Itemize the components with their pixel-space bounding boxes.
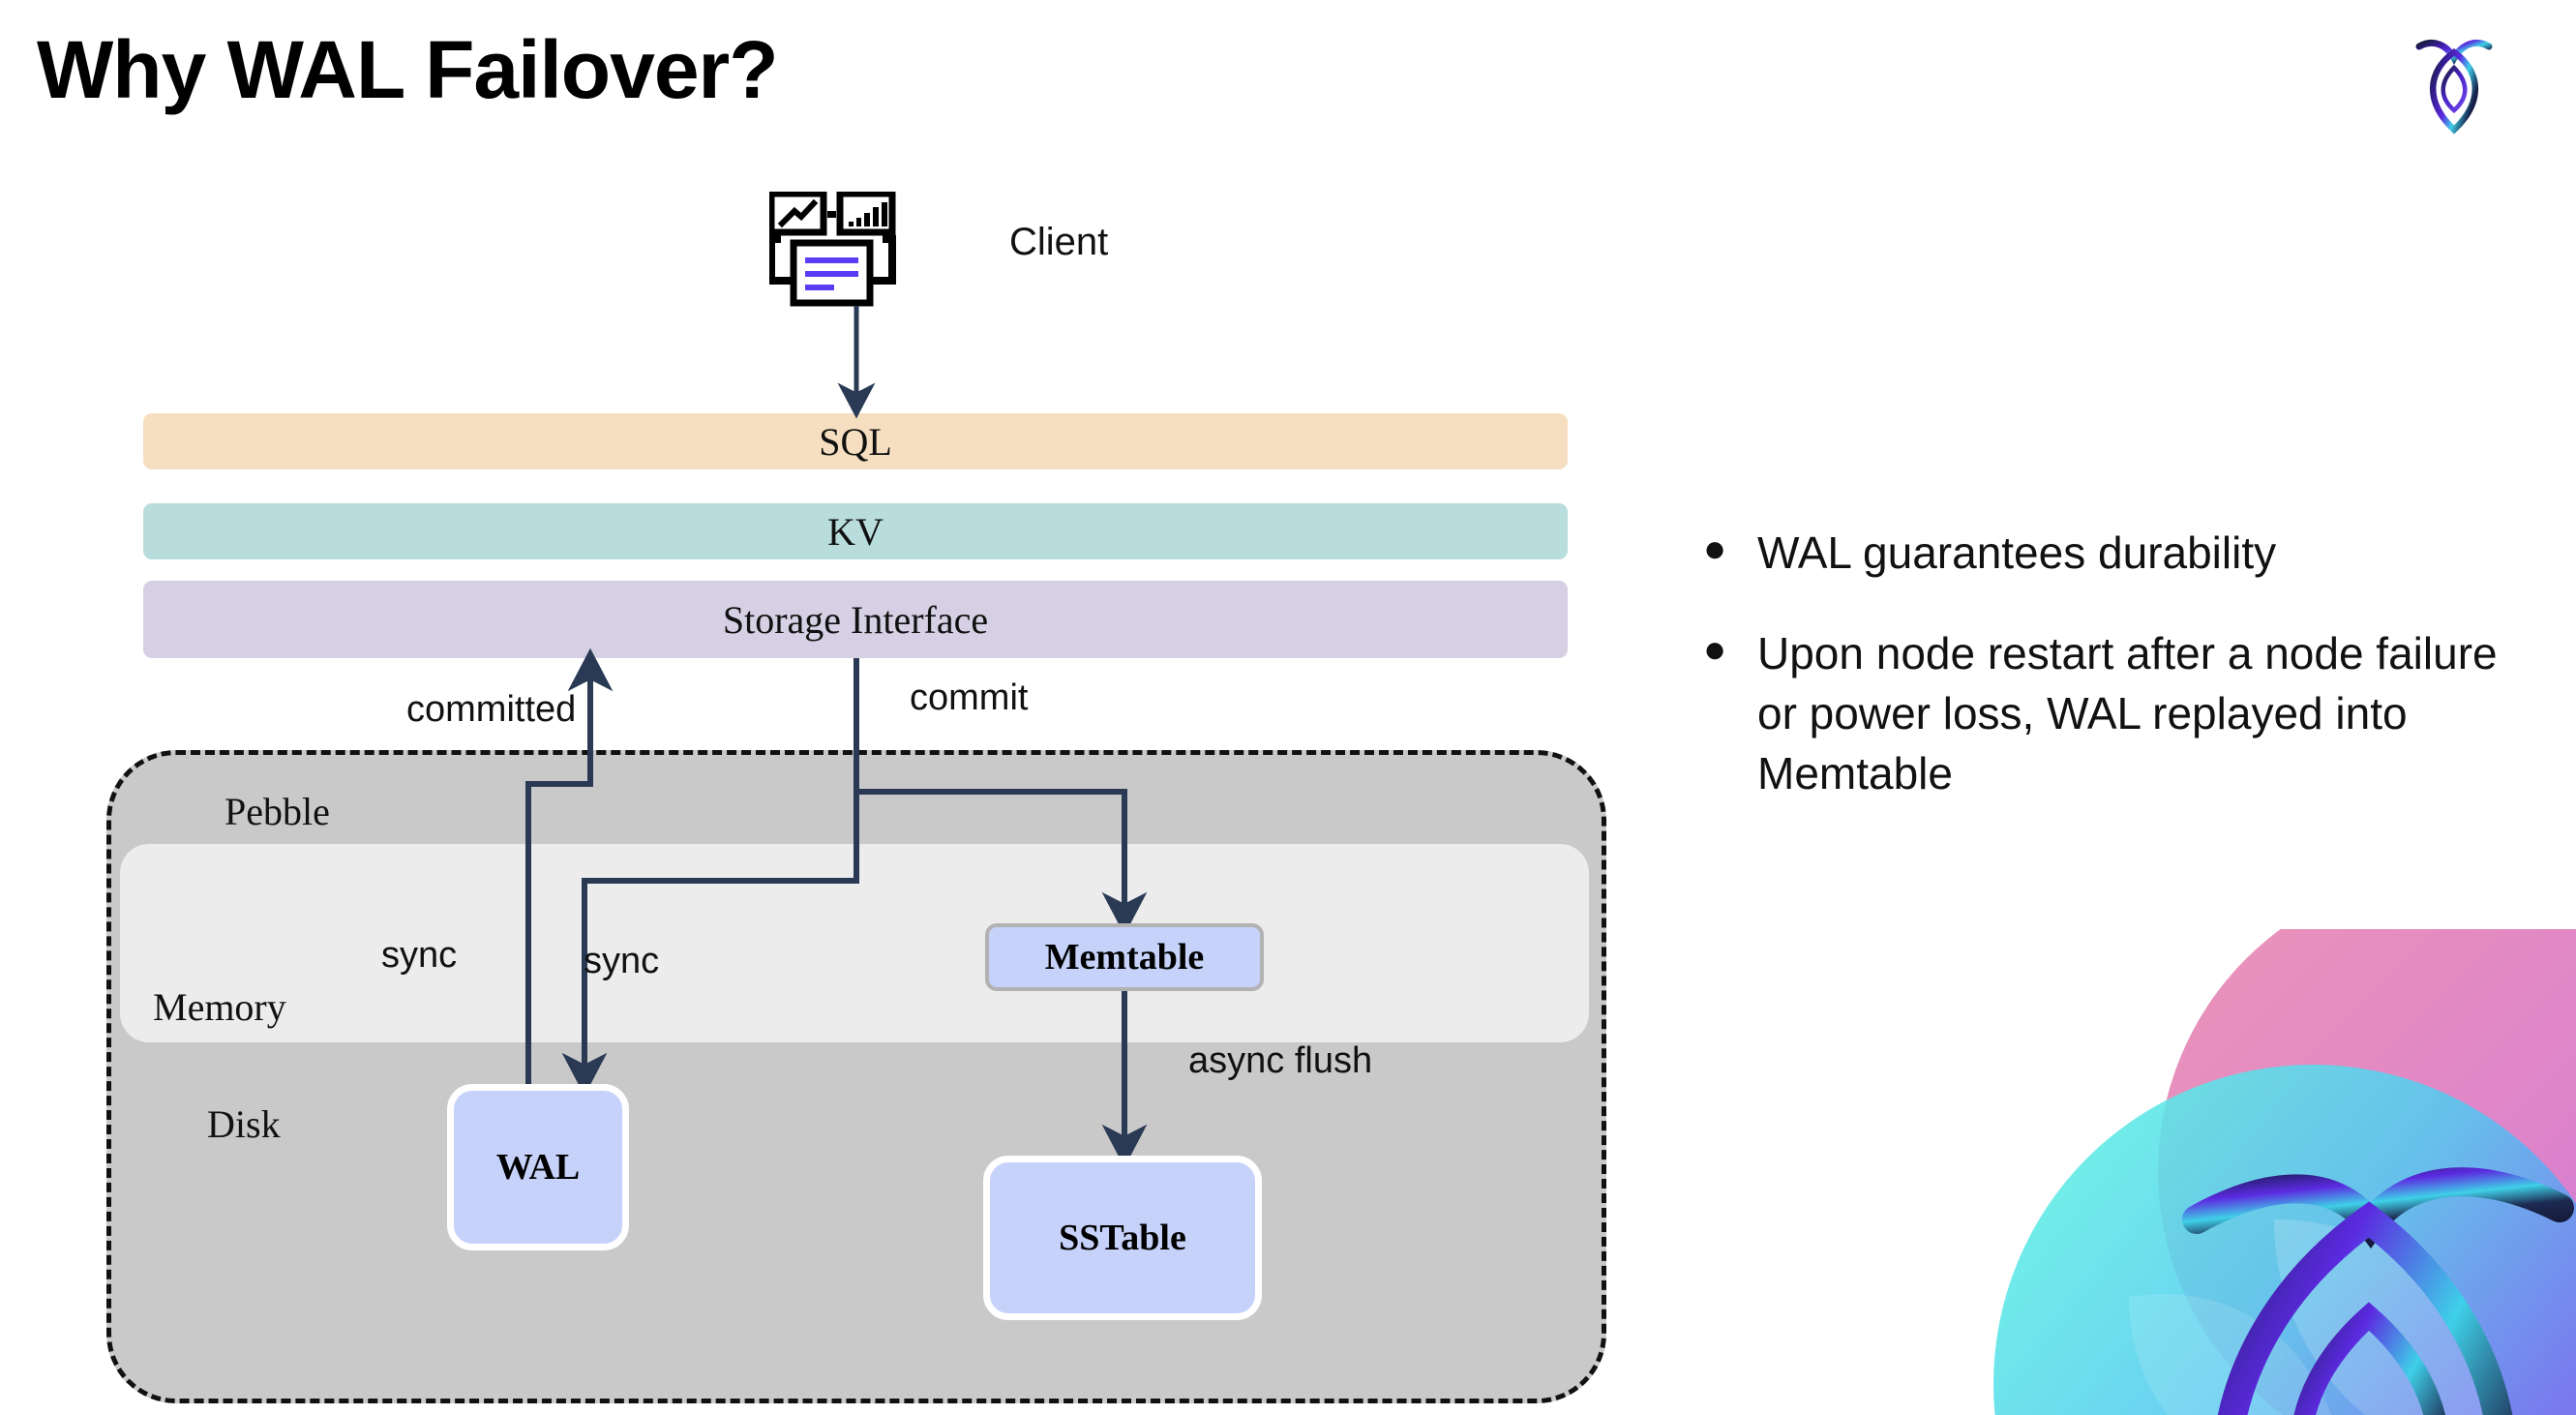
layer-bar-kv: KV <box>143 503 1568 559</box>
layer-bar-sql-label: SQL <box>819 419 892 464</box>
bullet-marker-icon: ● <box>1703 628 1727 672</box>
bullet-text: WAL guarantees durability <box>1757 527 2277 578</box>
node-wal: WAL <box>447 1084 629 1250</box>
pebble-label: Pebble <box>225 790 330 833</box>
node-wal-label: WAL <box>495 1147 581 1188</box>
layer-bar-storage-label: Storage Interface <box>722 597 989 642</box>
list-item: ● Upon node restart after a node failure… <box>1703 623 2516 803</box>
node-memtable-label: Memtable <box>1044 937 1205 978</box>
list-item: ● WAL guarantees durability <box>1703 523 2516 583</box>
bullet-marker-icon: ● <box>1703 527 1727 570</box>
flow-label-sync-primary: sync <box>381 935 458 976</box>
flow-label-commit: commit <box>910 677 1029 718</box>
flow-label-committed: committed <box>406 689 577 730</box>
flow-label-sync-secondary: sync <box>584 941 660 981</box>
client-label: Client <box>1009 221 1109 263</box>
node-memtable: Memtable <box>985 923 1264 991</box>
node-sstable-label: SSTable <box>1059 1218 1186 1258</box>
memory-region <box>120 844 1589 1042</box>
bullet-text: Upon node restart after a node failure o… <box>1757 628 2498 799</box>
client-terminal-icon <box>767 190 934 332</box>
layer-bar-kv-label: KV <box>827 509 884 554</box>
decorative-logo-artwork <box>1955 929 2576 1415</box>
memory-label: Memory <box>153 985 286 1029</box>
cockroachdb-logo-icon <box>2408 29 2501 135</box>
flow-label-async-flush: async flush <box>1188 1040 1373 1081</box>
bullet-list: ● WAL guarantees durability ● Upon node … <box>1703 523 2516 844</box>
page-title: Why WAL Failover? <box>37 24 779 115</box>
layer-bar-sql: SQL <box>143 413 1568 469</box>
layer-bar-storage-interface: Storage Interface <box>143 581 1568 658</box>
disk-label: Disk <box>207 1102 281 1146</box>
node-sstable: SSTable <box>983 1156 1262 1320</box>
